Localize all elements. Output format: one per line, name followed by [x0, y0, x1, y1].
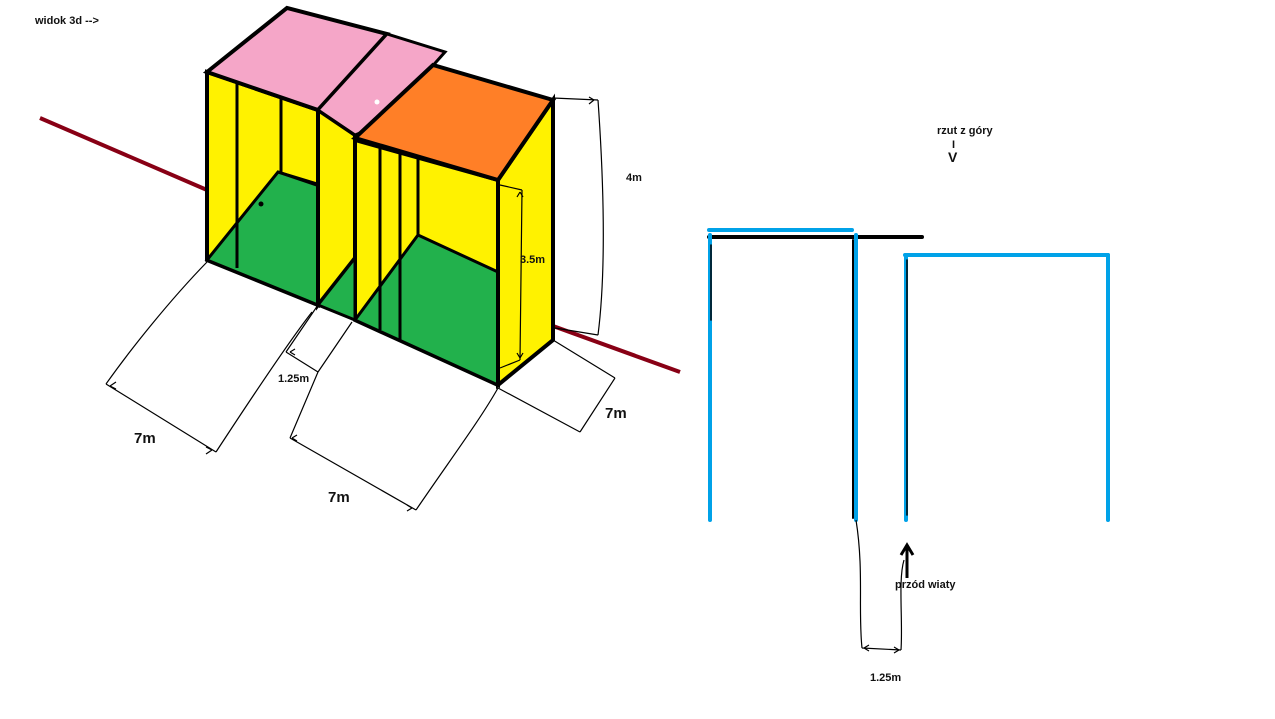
dim-width-left-label: 7m [134, 430, 156, 447]
plan-left-shed [707, 228, 924, 522]
view-3d-label: widok 3d --> [34, 15, 99, 27]
dim-line-depth [497, 339, 616, 433]
dim-line-gap [285, 304, 353, 373]
top-view-label: rzut z góry [937, 125, 993, 137]
dim-line-right-width [289, 371, 499, 511]
dim-gap-label: 1.25m [278, 373, 309, 385]
dim-gap-plan-label: 1.25m [870, 672, 901, 684]
left-shed [204, 69, 357, 311]
top-view-arrow-head: V [948, 149, 958, 165]
dim-height-total-label: 4m [626, 172, 642, 184]
dim-line-left-width [105, 261, 313, 453]
dim-depth-label: 7m [605, 405, 627, 422]
right-roof [351, 62, 557, 183]
dim-line-gap-plan [855, 519, 905, 651]
front-label: przód wiaty [895, 579, 956, 591]
dim-width-right-label: 7m [328, 489, 350, 506]
dim-height-inner-label: 3.5m [520, 254, 545, 266]
ground-line [39, 116, 681, 374]
top-view-arrow-stem: I [952, 139, 955, 151]
top-view-plan: rzut z góry I V przód wiaty 1.25m [707, 125, 1110, 684]
front-arrow [899, 542, 915, 578]
dim-line-height-inner [499, 184, 523, 369]
dimension-lines-3d [105, 96, 616, 512]
dim-line-height-total [552, 97, 604, 336]
plan-right-shed [903, 253, 1110, 522]
